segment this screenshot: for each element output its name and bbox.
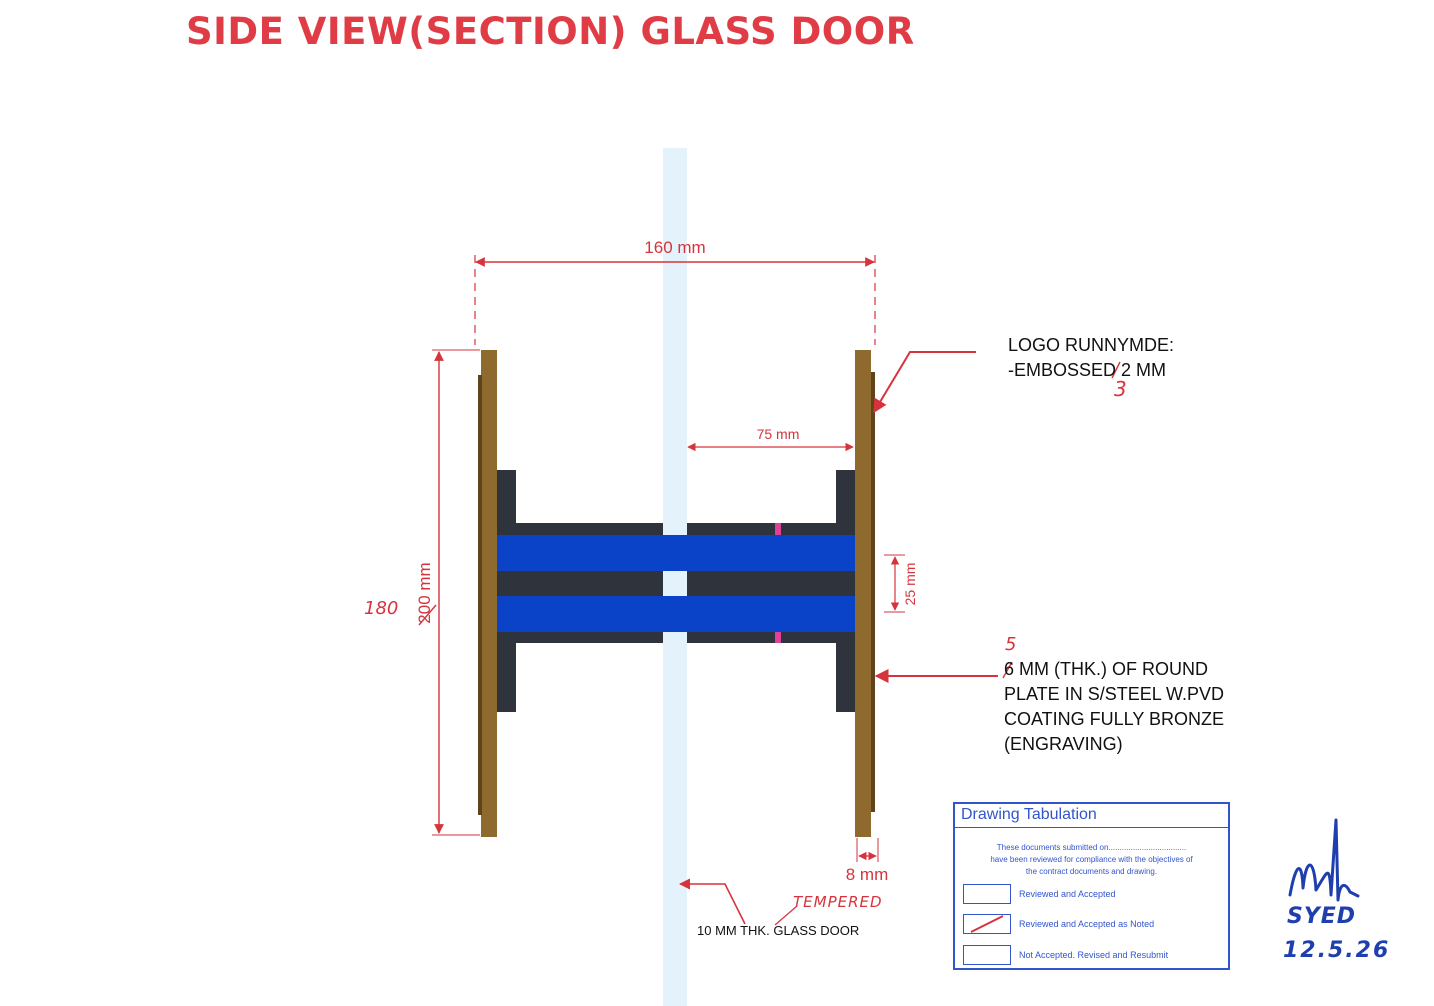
stamp-option-label: Reviewed and Accepted bbox=[1019, 889, 1116, 899]
leader-tempered bbox=[774, 905, 798, 926]
stamp-body-line-3: the contract documents and drawing. bbox=[1025, 867, 1158, 876]
logo-annotation-line-1: LOGO RUNNYMDE: bbox=[1008, 335, 1175, 355]
logo-annotation-line-2: -EMBOSSED 2 MM bbox=[1008, 360, 1167, 380]
dimension-8 bbox=[856, 838, 879, 862]
pink-mark-top bbox=[775, 523, 781, 535]
left-plate-edge bbox=[478, 375, 482, 815]
right-flange bbox=[836, 470, 858, 712]
signature-mark bbox=[1288, 818, 1360, 902]
stamp-option-label: Reviewed and Accepted as Noted bbox=[1019, 919, 1155, 929]
dim-label-8: 8 mm bbox=[846, 865, 889, 884]
plate-annotation-line-2: PLATE IN S/STEEL W.PVD bbox=[1004, 684, 1225, 704]
dim-label-75: 75 mm bbox=[757, 426, 800, 442]
plate-annotation-line-1: 6 MM (THK.) OF ROUND bbox=[1004, 659, 1208, 679]
dimension-160 bbox=[474, 255, 876, 345]
glass-annotation: 10 MM THK. GLASS DOOR bbox=[697, 923, 860, 938]
dimension-25 bbox=[884, 554, 905, 613]
blue-bar-bottom bbox=[494, 596, 858, 632]
plate-annotation: 6 MM (THK.) OF ROUND PLATE IN S/STEEL W.… bbox=[1004, 657, 1224, 757]
stamp-body-line-1: These documents submitted on............… bbox=[996, 843, 1187, 852]
dim-label-200: 200 mm bbox=[415, 562, 434, 623]
left-bronze-plate bbox=[481, 350, 497, 837]
stamp-divider bbox=[955, 827, 1228, 828]
review-date: 12.5.26 bbox=[1283, 938, 1391, 963]
stamp-option[interactable]: Reviewed and Accepted bbox=[963, 884, 1223, 906]
stamp-body-line-2: have been reviewed for compliance with t… bbox=[990, 855, 1193, 864]
handwritten-height: 180 bbox=[364, 598, 399, 619]
plate-annotation-line-4: (ENGRAVING) bbox=[1004, 734, 1123, 754]
blue-bar-top bbox=[494, 535, 858, 571]
right-plate-edge bbox=[871, 372, 875, 812]
stamp-checkbox[interactable] bbox=[963, 945, 1011, 965]
dim-label-25: 25 mm bbox=[902, 563, 918, 606]
plate-annotation-line-3: COATING FULLY BRONZE bbox=[1004, 709, 1225, 729]
leader-glass bbox=[678, 878, 746, 925]
pink-mark-bottom bbox=[775, 632, 781, 643]
left-flange bbox=[494, 470, 516, 712]
logo-annotation: LOGO RUNNYMDE: -EMBOSSED 2 MM bbox=[1008, 333, 1174, 383]
reviewer-name: SYED bbox=[1287, 904, 1357, 929]
stamp-option[interactable]: Reviewed and Accepted as Noted bbox=[963, 914, 1223, 936]
stamp-body: These documents submitted on............… bbox=[959, 842, 1224, 878]
strike-height bbox=[418, 604, 437, 626]
leader-logo bbox=[873, 351, 976, 414]
dimension-200 bbox=[432, 349, 480, 836]
handwritten-embossed: 3 bbox=[1114, 377, 1127, 401]
review-stamp: Drawing Tabulation These documents submi… bbox=[953, 802, 1230, 970]
check-slash-icon bbox=[970, 915, 1004, 933]
handwritten-thickness: 5 bbox=[1005, 634, 1017, 655]
stamp-title: Drawing Tabulation bbox=[961, 806, 1097, 823]
dim-label-160: 160 mm bbox=[644, 238, 705, 257]
stamp-option-label: Not Accepted. Revised and Resubmit bbox=[1019, 950, 1169, 960]
handwritten-tempered: TEMPERED bbox=[793, 893, 883, 911]
page-title: SIDE VIEW(SECTION) GLASS DOOR bbox=[186, 10, 915, 53]
glass-gap bbox=[663, 571, 687, 596]
stamp-checkbox[interactable] bbox=[963, 884, 1011, 904]
stamp-option[interactable]: Not Accepted. Revised and Resubmit bbox=[963, 945, 1223, 967]
strike-embossed bbox=[1111, 361, 1121, 379]
stamp-checkbox[interactable] bbox=[963, 914, 1011, 934]
strike-thickness bbox=[1002, 661, 1013, 679]
right-bronze-plate bbox=[855, 350, 871, 837]
